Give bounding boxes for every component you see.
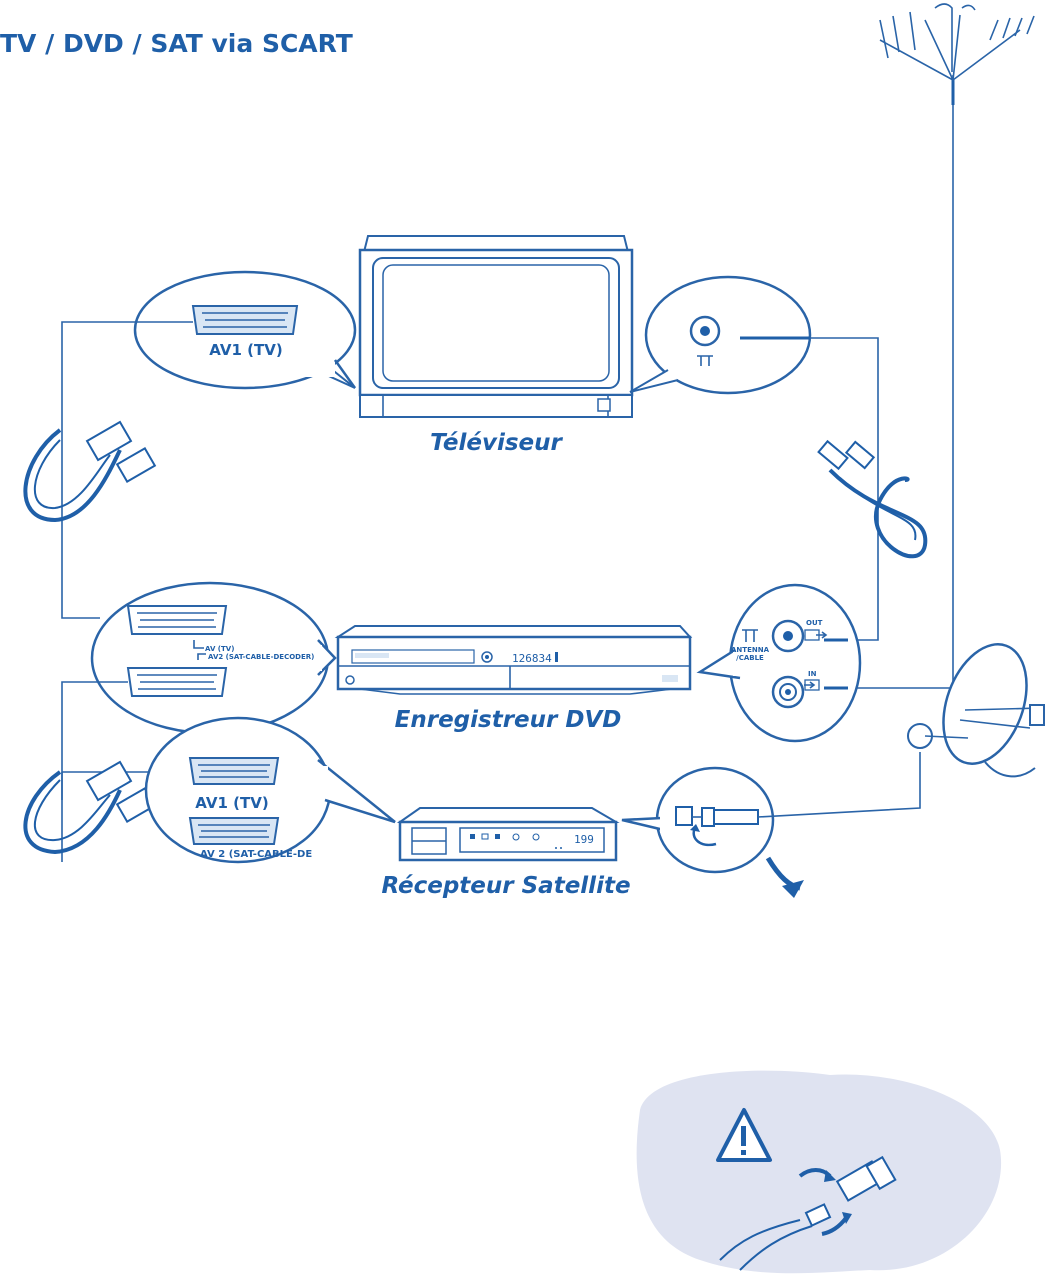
coax-connector-icon — [719, 1155, 897, 1271]
arrow-down-icon — [765, 856, 804, 898]
television — [358, 235, 634, 418]
sat-scart-bubble — [144, 716, 396, 864]
tv-label: Téléviseur — [430, 430, 563, 456]
warning-icon — [716, 1108, 772, 1162]
dvd-av2-label: AV2 (SAT-CABLE-DECODER) — [208, 653, 314, 661]
dvd-in-label: IN — [808, 670, 817, 678]
tv-scart-bubble — [133, 270, 357, 390]
sat-input-bubble — [621, 766, 775, 874]
dvd-scart-bubble — [90, 581, 337, 735]
sat-label: Récepteur Satellite — [381, 873, 630, 899]
sat-av2-label: AV 2 (SAT-CABLE-DE — [200, 849, 312, 860]
tv-scart-label: AV1 (TV) — [209, 341, 282, 359]
dvd-label: Enregistreur DVD — [395, 707, 622, 733]
antenna-icon — [879, 3, 1035, 688]
dvd-out-label: OUT — [806, 619, 823, 627]
diagram-title: TV / DVD / SAT via SCART — [0, 29, 353, 58]
warning-cloud — [636, 1070, 1002, 1274]
tv-antenna-bubble — [629, 275, 812, 395]
coax-cable-icon — [817, 439, 928, 559]
satellite-receiver — [396, 807, 620, 862]
sat-av1-label: AV1 (TV) — [195, 794, 268, 812]
dvd-recorder — [334, 625, 693, 695]
sat-display: 199 — [574, 833, 594, 846]
dvd-av-tv-label: AV (TV) — [205, 645, 234, 653]
scart-cable-icon — [23, 420, 157, 523]
dvd-antenna-label-1: ANTENNA — [731, 646, 770, 654]
dvd-antenna-bubble — [696, 583, 862, 743]
dvd-display: 126834 — [512, 652, 552, 665]
satellite-dish-icon — [907, 643, 1045, 778]
dvd-antenna-label-2: /CABLE — [736, 654, 764, 662]
scart-cable-icon — [23, 760, 157, 855]
